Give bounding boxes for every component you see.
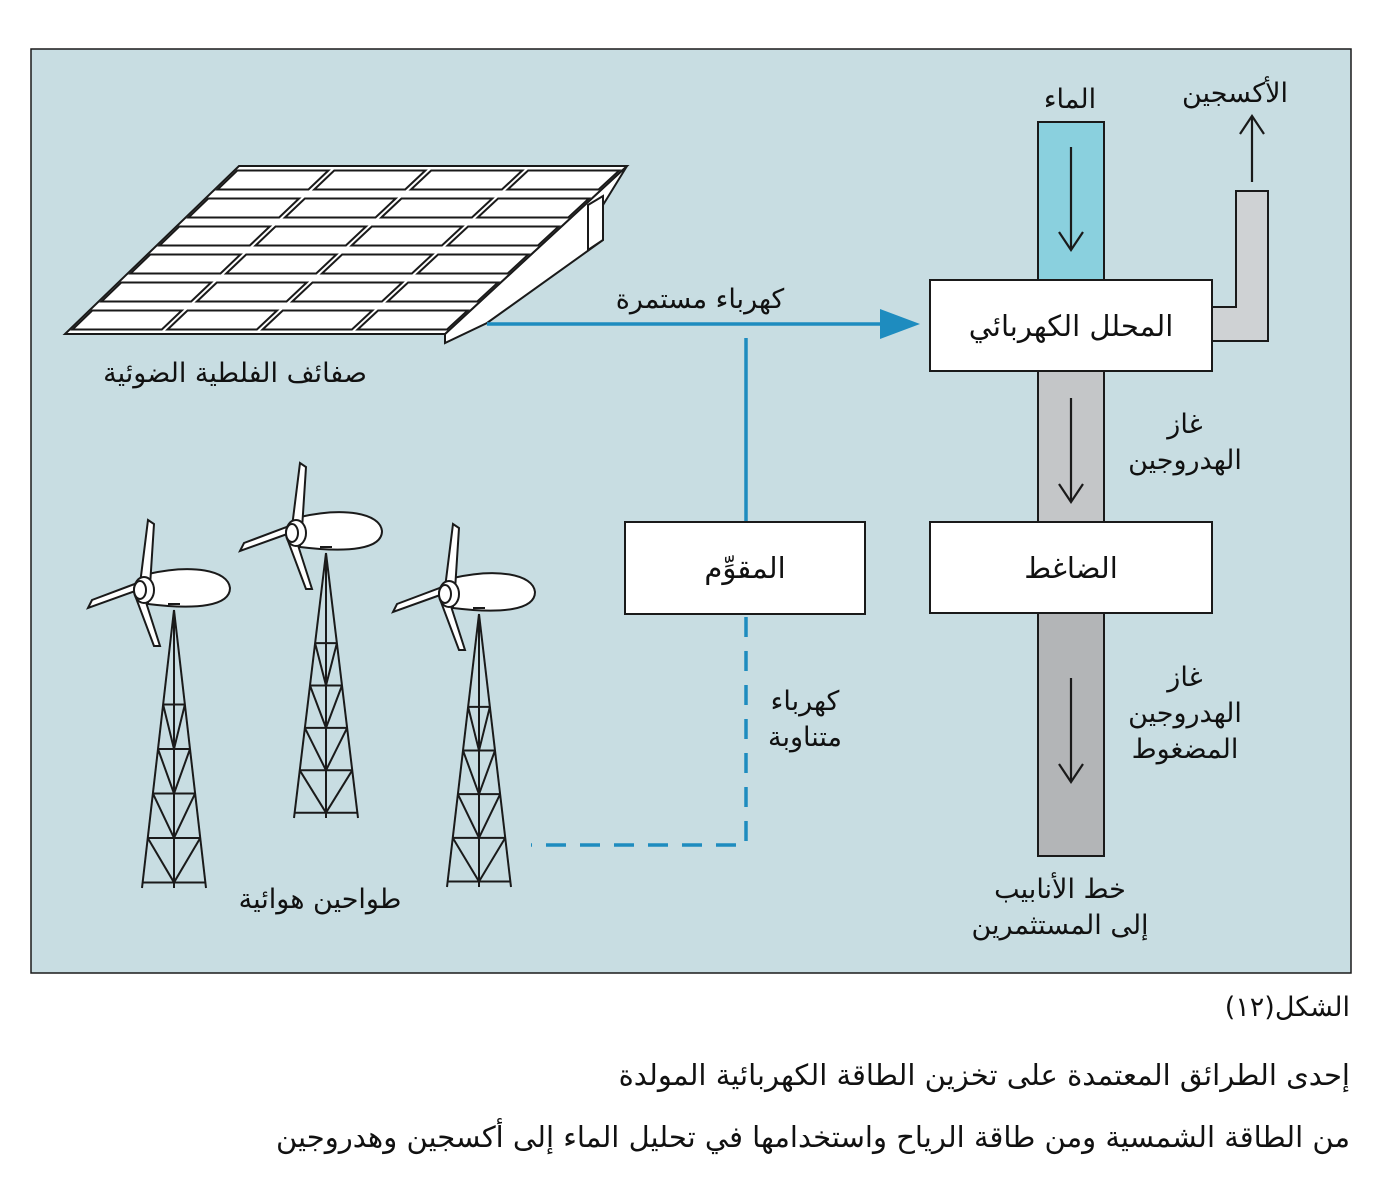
pipeline-label: خط الأنابيب إلى المستثمرين <box>940 872 1180 944</box>
compressed-line2: الهدروجين <box>1128 698 1242 729</box>
solar-cell <box>475 197 592 219</box>
solar-cell <box>223 253 339 275</box>
hydrogen-gas-line2: الهدروجين <box>1128 445 1242 476</box>
pipeline-line2: إلى المستثمرين <box>971 910 1149 941</box>
ac-electricity-label: كهرباء متناوبة <box>740 684 870 756</box>
solar-cell <box>311 169 428 191</box>
solar-cell <box>349 225 465 247</box>
compressed-down-arrow <box>1058 678 1084 784</box>
oxygen-up-arrow <box>1239 114 1265 182</box>
solar-cell <box>186 197 302 219</box>
hydrogen-down-arrow <box>1058 398 1084 504</box>
water-label: الماء <box>1043 84 1097 115</box>
compressed-hydrogen-label: غاز الهدروجين المضغوط <box>1110 660 1260 768</box>
hydrogen-gas-label: غاز الهدروجين <box>1110 407 1260 479</box>
rectifier-box: المقوِّم <box>624 521 866 615</box>
solar-cell <box>253 225 369 247</box>
dc-electricity-label: كهرباء مستمرة <box>615 284 785 315</box>
solar-cell <box>165 309 280 331</box>
solar-cell <box>260 309 375 331</box>
caption-line1: إحدى الطرائق المعتمدة على تخزين الطاقة ا… <box>618 1058 1350 1092</box>
oxygen-label: الأكسجين <box>1182 78 1288 109</box>
dc-flow-arrowhead <box>880 309 920 339</box>
electrolyzer-box: المحلل الكهربائي <box>929 279 1213 372</box>
solar-cell <box>289 281 405 303</box>
ac-flow-dashed-line <box>531 617 748 847</box>
ac-line2: متناوبة <box>767 722 842 753</box>
solar-cell <box>385 281 501 303</box>
solar-cell <box>99 281 214 303</box>
solar-cell <box>282 197 399 219</box>
solar-cell <box>128 253 243 275</box>
solar-cell <box>505 169 622 191</box>
figure-number: الشكل(١٢) <box>1224 992 1350 1023</box>
solar-cell <box>445 225 562 247</box>
wind-turbine <box>390 522 537 888</box>
rectifier-label: المقوِّم <box>704 551 786 585</box>
compressed-line1: غاز <box>1167 662 1203 693</box>
wind-turbine <box>237 461 384 819</box>
pipeline-line1: خط الأنابيب <box>994 874 1126 905</box>
solar-cell <box>215 169 331 191</box>
solar-cell <box>194 281 310 303</box>
solar-cell <box>408 169 525 191</box>
wind-turbine <box>85 518 232 889</box>
solar-cell <box>70 309 185 331</box>
solar-cell <box>415 253 531 275</box>
ac-line1: كهرباء <box>770 686 840 717</box>
water-down-arrow <box>1058 147 1084 252</box>
wind-turbines-label: طواحين هوائية <box>238 884 402 915</box>
solar-cell <box>355 309 471 331</box>
hydrogen-gas-line1: غاز <box>1167 409 1203 440</box>
caption-line2: من الطاقة الشمسية ومن طاقة الرياح واستخد… <box>275 1120 1350 1154</box>
solar-cell <box>319 253 435 275</box>
solar-cell <box>157 225 273 247</box>
solar-panel-icon <box>62 165 630 345</box>
electrolyzer-label: المحلل الكهربائي <box>968 308 1174 343</box>
compressor-label: الضاغط <box>1024 550 1118 585</box>
solar-array-label: صفائف الفلطية الضوئية <box>103 358 367 389</box>
compressor-box: الضاغط <box>929 521 1213 614</box>
solar-cell <box>378 197 495 219</box>
compressed-line3: المضغوط <box>1131 734 1239 765</box>
wind-turbines-icon <box>85 461 537 889</box>
